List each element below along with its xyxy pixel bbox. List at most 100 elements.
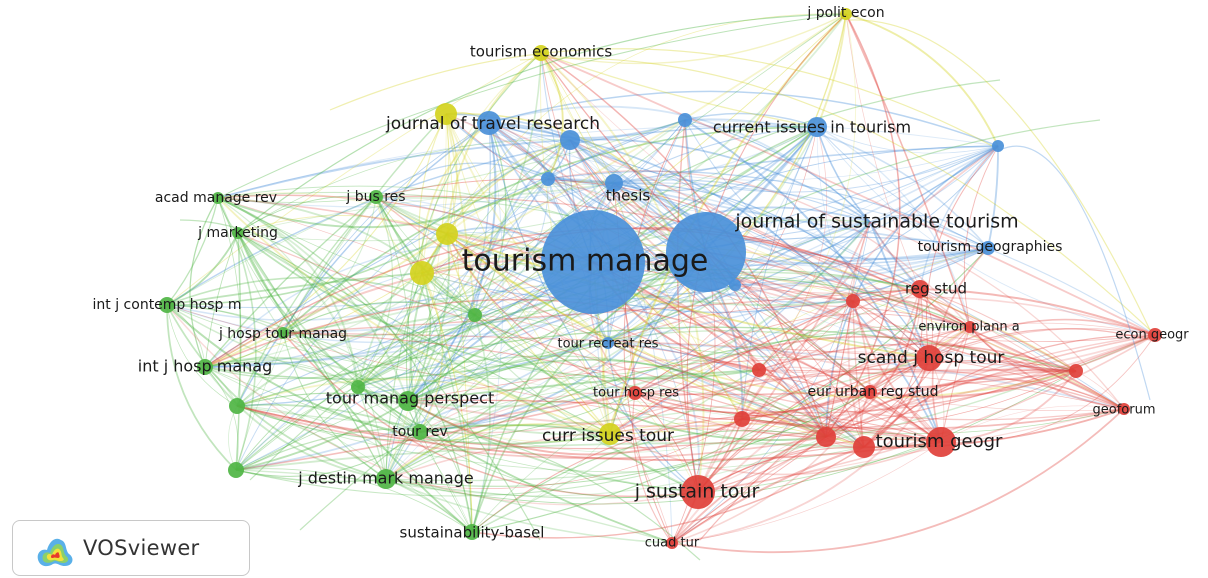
node-tour-rev[interactable] [412, 424, 428, 440]
network-link [357, 182, 615, 388]
network-link [357, 52, 542, 388]
network-link [634, 126, 818, 394]
node-thesis[interactable] [605, 174, 623, 192]
node-tour-manag-perspect[interactable] [398, 391, 418, 411]
node-j-destin[interactable] [376, 469, 396, 489]
node-sustainability[interactable] [464, 524, 480, 540]
network-link [697, 446, 865, 493]
network-link [236, 221, 871, 407]
node-j-sustain-tour[interactable] [681, 475, 715, 509]
node-red-c[interactable] [734, 411, 750, 427]
label-acad-manage-rev: acad manage rev [155, 190, 277, 206]
node-environ-plann[interactable] [964, 321, 976, 333]
node-cuad-tur[interactable] [666, 537, 678, 549]
network-link [684, 119, 871, 223]
network-link [419, 126, 818, 433]
node-green-b[interactable] [351, 380, 365, 394]
network-link [282, 126, 818, 334]
network-link [592, 261, 1156, 374]
node-blue-c[interactable] [541, 172, 555, 186]
node-scand-j[interactable] [916, 345, 942, 371]
node-eur-urban[interactable] [863, 385, 877, 399]
node-tourism-geogr[interactable] [926, 427, 956, 457]
node-j-hosp-tour-manag[interactable] [277, 327, 289, 339]
network-link [407, 277, 971, 402]
network-link [869, 214, 989, 249]
node-red-d[interactable] [816, 427, 836, 447]
network-link [166, 196, 377, 306]
network-link [385, 272, 423, 480]
network-link [204, 332, 284, 368]
network-link [357, 386, 421, 433]
network-link [632, 392, 673, 544]
node-green-a[interactable] [468, 308, 482, 322]
node-tour-hosp-res[interactable] [628, 386, 642, 400]
node-int-j-hosp-manag[interactable] [197, 359, 213, 375]
network-link [217, 197, 611, 435]
node-tourism-manage[interactable] [541, 210, 645, 314]
network-link [418, 113, 447, 274]
network-link [940, 405, 1125, 443]
network-link [816, 13, 847, 128]
node-blue-b[interactable] [678, 113, 692, 127]
network-link [634, 300, 854, 396]
network-link [816, 126, 854, 302]
network-link [471, 314, 491, 533]
node-blue-a[interactable] [560, 130, 580, 150]
node-j-marketing[interactable] [232, 227, 244, 239]
node-blue-e[interactable] [729, 279, 741, 291]
node-curr-issues-tour[interactable] [599, 423, 621, 445]
network-link [235, 469, 387, 483]
node-green-c[interactable] [229, 398, 245, 414]
network-link [166, 232, 239, 306]
network-link [446, 233, 636, 394]
network-link [446, 233, 871, 393]
network-link [375, 196, 1125, 421]
node-acad-manage-rev[interactable] [212, 192, 224, 204]
network-link [189, 197, 219, 368]
network-nodes [159, 8, 1162, 549]
node-reg-stud[interactable] [911, 280, 929, 298]
node-red-a[interactable] [846, 294, 860, 308]
network-link [446, 233, 865, 448]
network-link [282, 332, 827, 438]
node-red-b[interactable] [752, 363, 766, 377]
node-jtr-node[interactable] [477, 111, 501, 135]
node-j-polit-econ[interactable] [840, 8, 852, 20]
node-jtr-label[interactable] [435, 103, 457, 125]
network-link [407, 251, 707, 402]
network-link [734, 145, 999, 286]
network-link [569, 139, 1077, 372]
node-tourism-geographies[interactable] [981, 241, 995, 255]
network-link [166, 304, 238, 407]
network-link [179, 219, 541, 541]
network-link [684, 119, 971, 328]
label-jost: journal of sustainable tourism [734, 211, 1018, 233]
node-red-f[interactable] [1069, 364, 1083, 378]
network-link [236, 122, 490, 407]
node-current-issues[interactable] [807, 117, 827, 137]
network-link [419, 359, 942, 443]
network-link [445, 113, 609, 344]
network-link [166, 52, 542, 306]
node-green-d[interactable] [228, 462, 244, 478]
network-link [613, 145, 999, 184]
node-yellow-b[interactable] [410, 261, 434, 285]
node-red-e[interactable] [853, 436, 875, 458]
node-geoforum[interactable] [1118, 403, 1130, 415]
node-blue-d[interactable] [992, 140, 1004, 152]
node-econ-geogr[interactable] [1148, 328, 1162, 342]
network-link [375, 196, 411, 402]
network-link [217, 197, 476, 316]
network-link [235, 196, 377, 471]
node-yellow-a[interactable] [436, 223, 458, 245]
network-link [919, 288, 1125, 410]
node-jost-node[interactable] [666, 212, 746, 292]
network-link [375, 182, 615, 199]
network-link [236, 332, 284, 407]
node-int-j-contemp[interactable] [159, 297, 175, 313]
network-link [282, 332, 699, 498]
node-tour-recreat-res[interactable] [602, 337, 614, 349]
node-tourism-economics[interactable] [533, 45, 549, 61]
node-j-bus-res[interactable] [369, 190, 383, 204]
